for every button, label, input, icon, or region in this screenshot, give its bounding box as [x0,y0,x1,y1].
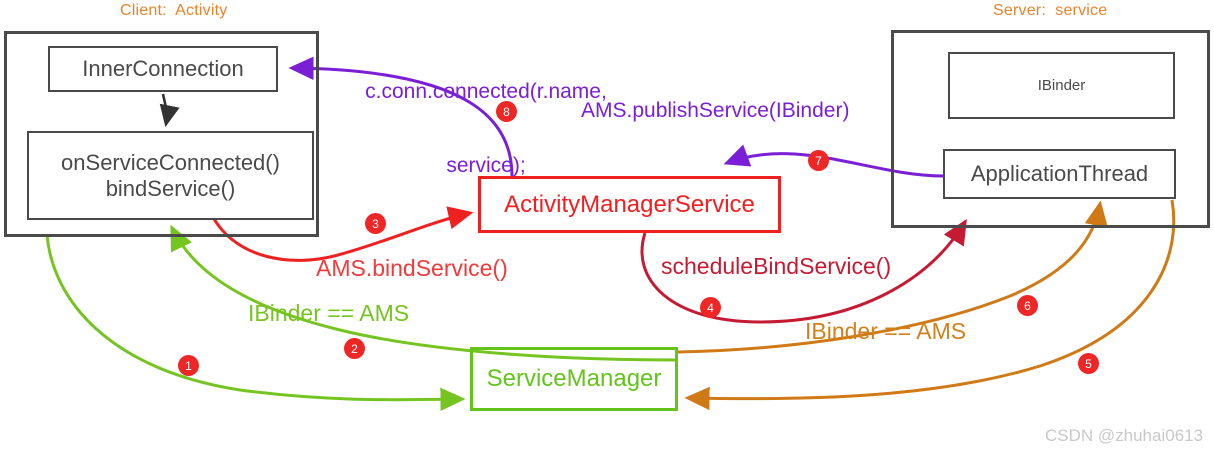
node-activity-manager-service-label: ActivityManagerService [504,190,755,218]
watermark: CSDN @zhuhai0613 [1045,426,1204,445]
node-ibinder-label: IBinder [1037,77,1086,94]
step-badge-7: 7 [808,150,829,171]
node-activity-manager-service[interactable]: ActivityManagerService [478,176,781,233]
client-section-title: Client: Activity [120,2,228,19]
client-container [4,31,319,237]
step-badge-1: 1 [178,355,199,376]
edge-label-ibinder-equals-ams-green: IBinder == AMS [248,300,410,326]
edge-label-publish-service: AMS.publishService(IBinder) [581,99,850,122]
edge-label-ibinder-equals-ams-orange: IBinder == AMS [805,318,967,344]
node-inner-connection-label: InnerConnection [82,56,244,81]
step-badge-3: 3 [365,213,386,234]
edge-label-get-service-green-line1: ServiceManager [63,450,280,454]
step-badge-4: 4 [700,297,721,318]
server-section-title: Server: service [993,2,1108,19]
edge-label-conn-connected: c.conn.connected(r.name, service); [341,30,631,228]
node-client-callbacks[interactable]: onServiceConnected() bindService() [27,131,314,220]
node-service-manager[interactable]: ServiceManager [470,347,678,411]
step-badge-5: 5 [1078,353,1099,374]
server-container [891,30,1210,228]
node-application-thread[interactable]: ApplicationThread [943,149,1176,199]
node-application-thread-label: ApplicationThread [970,161,1149,186]
edge-label-conn-connected-line2: service); [446,153,526,177]
node-ibinder[interactable]: IBinder [948,52,1175,119]
node-on-service-connected-label: onServiceConnected() [61,149,280,175]
edge-label-get-service-orange-line1: ServiceManager [872,450,1089,454]
step-badge-6: 6 [1017,295,1038,316]
edge-label-ams-bind-service: AMS.bindService() [316,255,508,281]
step-badge-2: 2 [344,338,365,359]
node-service-manager-label: ServiceManager [486,365,662,392]
node-inner-connection[interactable]: InnerConnection [48,46,278,92]
edge-label-conn-connected-line1: c.conn.connected(r.name, [365,79,607,103]
edge-label-get-service-green: ServiceManager .getService("activity") [63,396,280,454]
arrow-ibinder-equals-ams-green [170,224,679,362]
edge-label-schedule-bind-service: scheduleBindService() [661,253,892,279]
step-badge-8: 8 [496,101,517,122]
node-bind-service-label: bindService() [105,175,236,201]
edge-label-get-service-orange: ServiceManager .getService("activity") [872,396,1089,454]
